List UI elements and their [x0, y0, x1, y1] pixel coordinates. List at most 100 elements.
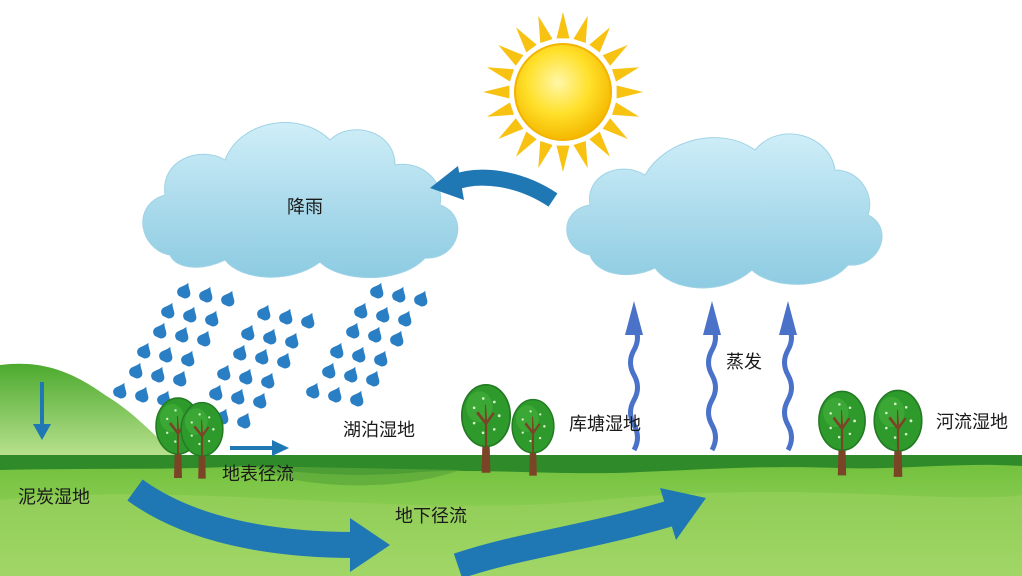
sun-ray: [616, 85, 643, 99]
raindrop-icon: [261, 325, 281, 347]
evaporation-arrows: [625, 301, 797, 452]
raindrop-icon: [368, 279, 388, 301]
sun-icon: [483, 12, 643, 172]
raindrop-icon: [366, 323, 386, 345]
sun-ray: [498, 118, 524, 139]
raindrop-icon: [175, 279, 195, 301]
raindrop-icon: [326, 383, 346, 405]
rain-cloud: [142, 122, 459, 279]
cloud-transfer-arrow: [430, 166, 558, 207]
raindrop-icon: [320, 359, 340, 381]
evaporation-cloud: [566, 133, 883, 289]
raindrop-icon: [251, 389, 271, 411]
raindrop-icon: [179, 347, 199, 369]
label-surface-runoff: 地表径流: [222, 464, 294, 485]
raindrop-icon: [348, 387, 368, 409]
raindrop-icon: [342, 363, 362, 385]
raindrop-icon: [173, 323, 193, 345]
raindrop-icon: [181, 303, 201, 325]
label-reservoir-pond-wetland: 库塘湿地: [569, 414, 641, 435]
sun-ray: [483, 85, 510, 99]
raindrop-icon: [235, 409, 255, 431]
raindrop-icon: [388, 327, 408, 349]
raindrop-icon: [231, 341, 251, 363]
raindrop-icon: [412, 287, 432, 309]
label-rainfall: 降雨: [287, 197, 323, 218]
evaporation-arrow: [779, 301, 797, 452]
raindrop-icon: [277, 305, 297, 327]
label-groundwater-runoff: 地下径流: [395, 506, 467, 527]
sun-ray: [538, 15, 553, 43]
sun-ray: [516, 131, 537, 157]
raindrop-icon: [111, 379, 131, 401]
tree-icon: [873, 389, 923, 477]
sun-ray: [612, 102, 640, 117]
trees: [155, 383, 923, 479]
raindrop-icon: [364, 367, 384, 389]
raindrop-icon: [352, 299, 372, 321]
sun-ray: [602, 45, 628, 66]
tree-icon: [180, 401, 224, 479]
label-lake-wetland: 湖泊湿地: [343, 420, 415, 441]
raindrop-icon: [127, 359, 147, 381]
infiltration-arrow: [33, 382, 51, 440]
sun-ray: [556, 145, 570, 172]
groundwater-arrow-left: [127, 479, 390, 572]
raindrop-icon: [328, 339, 348, 361]
raindrop-icon: [255, 301, 275, 323]
label-river-wetland: 河流湿地: [936, 412, 1008, 433]
raindrop-icon: [151, 319, 171, 341]
hill: [0, 363, 175, 455]
raindrop-icon: [253, 345, 273, 367]
raindrop-icon: [283, 329, 303, 351]
sun-ray: [589, 131, 610, 157]
raindrop-icon: [149, 363, 169, 385]
raindrop-icon: [390, 283, 410, 305]
tree-icon: [460, 383, 512, 473]
label-evaporation: 蒸发: [726, 352, 762, 373]
raindrop-icon: [237, 365, 257, 387]
raindrop-icon: [304, 379, 324, 401]
evaporation-arrow: [625, 301, 643, 452]
sun-ray: [486, 102, 514, 117]
sun-ray: [556, 12, 570, 39]
rain-drops: [111, 279, 432, 431]
raindrop-icon: [344, 319, 364, 341]
raindrop-icon: [396, 307, 416, 329]
sun-ray: [602, 118, 628, 139]
raindrop-icon: [219, 287, 239, 309]
sun-ray: [498, 45, 524, 66]
sun-ray: [516, 27, 537, 53]
raindrop-icon: [203, 307, 223, 329]
raindrop-icon: [299, 309, 319, 331]
raindrop-icon: [197, 283, 217, 305]
sun-ray: [612, 67, 640, 82]
sun-ray: [573, 141, 588, 169]
lake-basin: [250, 466, 460, 486]
raindrop-icon: [195, 327, 215, 349]
raindrop-icon: [239, 321, 259, 343]
sun-ray: [486, 67, 514, 82]
raindrop-icon: [135, 339, 155, 361]
raindrop-icon: [350, 343, 370, 365]
sun-ray: [573, 15, 588, 43]
sun-ray: [589, 27, 610, 53]
groundwater-arrow-right: [453, 488, 706, 576]
raindrop-icon: [159, 299, 179, 321]
raindrop-icon: [207, 381, 227, 403]
raindrop-icon: [157, 343, 177, 365]
sun-ray: [538, 141, 553, 169]
raindrop-icon: [215, 361, 235, 383]
raindrop-icon: [133, 383, 153, 405]
label-peat-wetland: 泥炭湿地: [18, 487, 90, 508]
ground-surface-band: [0, 455, 1022, 475]
raindrop-icon: [171, 367, 191, 389]
surface-runoff-arrow: [230, 440, 289, 456]
raindrop-icon: [275, 349, 295, 371]
raindrop-icon: [259, 369, 279, 391]
ground-wave: [0, 491, 1022, 576]
raindrop-icon: [229, 385, 249, 407]
tree-icon: [511, 398, 555, 476]
